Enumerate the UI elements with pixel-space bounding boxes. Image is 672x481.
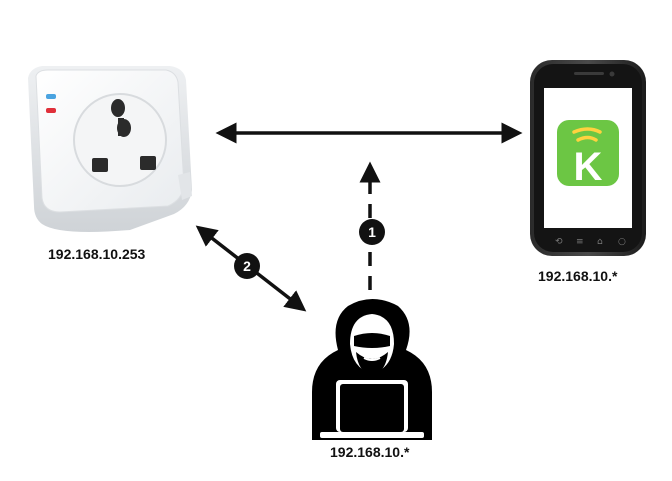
hooded-hacker-icon: [312, 299, 432, 440]
step-badge-1: 1: [359, 219, 385, 245]
phone-ip-label: 192.168.10.*: [538, 268, 618, 284]
led-red: [46, 108, 56, 113]
plug-ip-label: 192.168.10.253: [48, 246, 146, 262]
led-blue: [46, 94, 56, 99]
step-number-1: 1: [368, 224, 376, 240]
svg-text:○: ○: [618, 237, 626, 247]
svg-text:⌂: ⌂: [597, 237, 603, 247]
svg-text:⟲: ⟲: [555, 237, 563, 247]
attacker-ip-label: 192.168.10.*: [330, 444, 410, 460]
svg-text:≡: ≡: [576, 237, 584, 247]
app-letter: K: [574, 145, 603, 189]
phone-icon: K ⟲ ≡ ⌂ ○: [530, 60, 646, 256]
smart-plug-icon: [28, 66, 192, 232]
step-badge-2: 2: [234, 253, 260, 279]
step-number-2: 2: [243, 258, 251, 274]
kasa-app-icon: K: [557, 120, 619, 189]
